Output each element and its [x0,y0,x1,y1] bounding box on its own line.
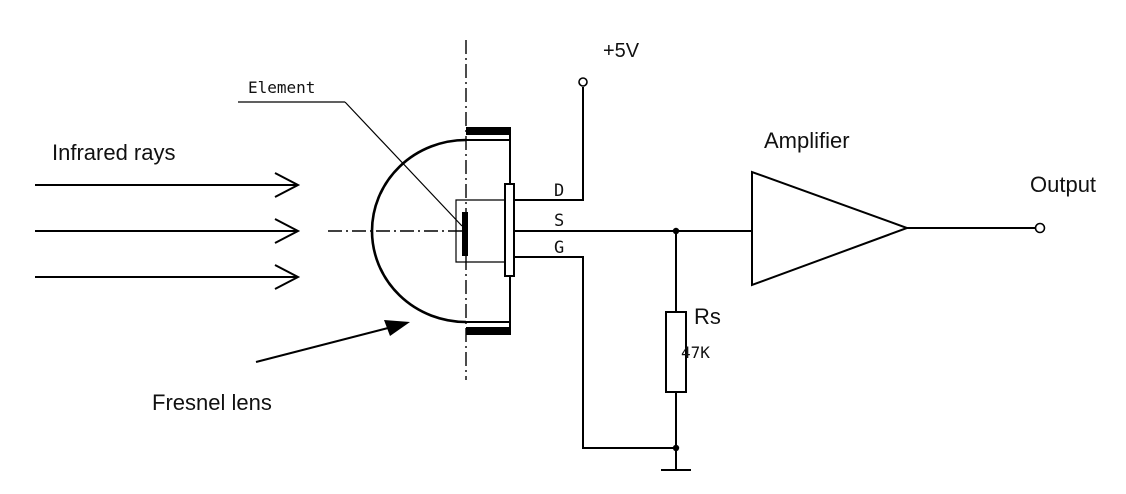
infrared-ray-arrows [35,172,301,290]
amplifier-triangle [751,170,910,287]
resistor-value-label: 47K [681,343,710,362]
pyroelectric-element [455,199,505,263]
drain-pin-label: D [554,181,564,201]
gate-pin-label: G [554,238,564,258]
pin-header [504,183,515,277]
element-bracket [455,199,505,263]
housing-bottom-flange [466,327,510,335]
ray-arrowhead-2 [274,218,301,244]
supply-voltage-label: +5V [603,40,640,62]
fresnel-leader-line [255,326,393,363]
output-label: Output [1030,172,1096,197]
gate-wire [514,256,676,449]
supply-terminal [578,77,588,87]
element-label: Element [248,78,315,97]
output-terminal [1034,222,1046,234]
sensor-housing [466,127,515,335]
infrared-rays-label: Infrared rays [52,140,176,165]
housing-top-flange [466,127,510,135]
amplifier-label: Amplifier [764,128,850,153]
element-chip [462,212,468,256]
fresnel-arrowhead [384,320,410,336]
source-pin-label: S [554,211,564,231]
fresnel-lens-dome [370,138,467,324]
element-leader-line [344,101,463,227]
resistor-name-label: Rs [694,304,721,329]
ray-arrowhead-3 [274,264,301,290]
ray-arrowhead-1 [274,172,301,198]
fresnel-lens-label: Fresnel lens [152,390,272,415]
drain-wire [514,87,584,201]
